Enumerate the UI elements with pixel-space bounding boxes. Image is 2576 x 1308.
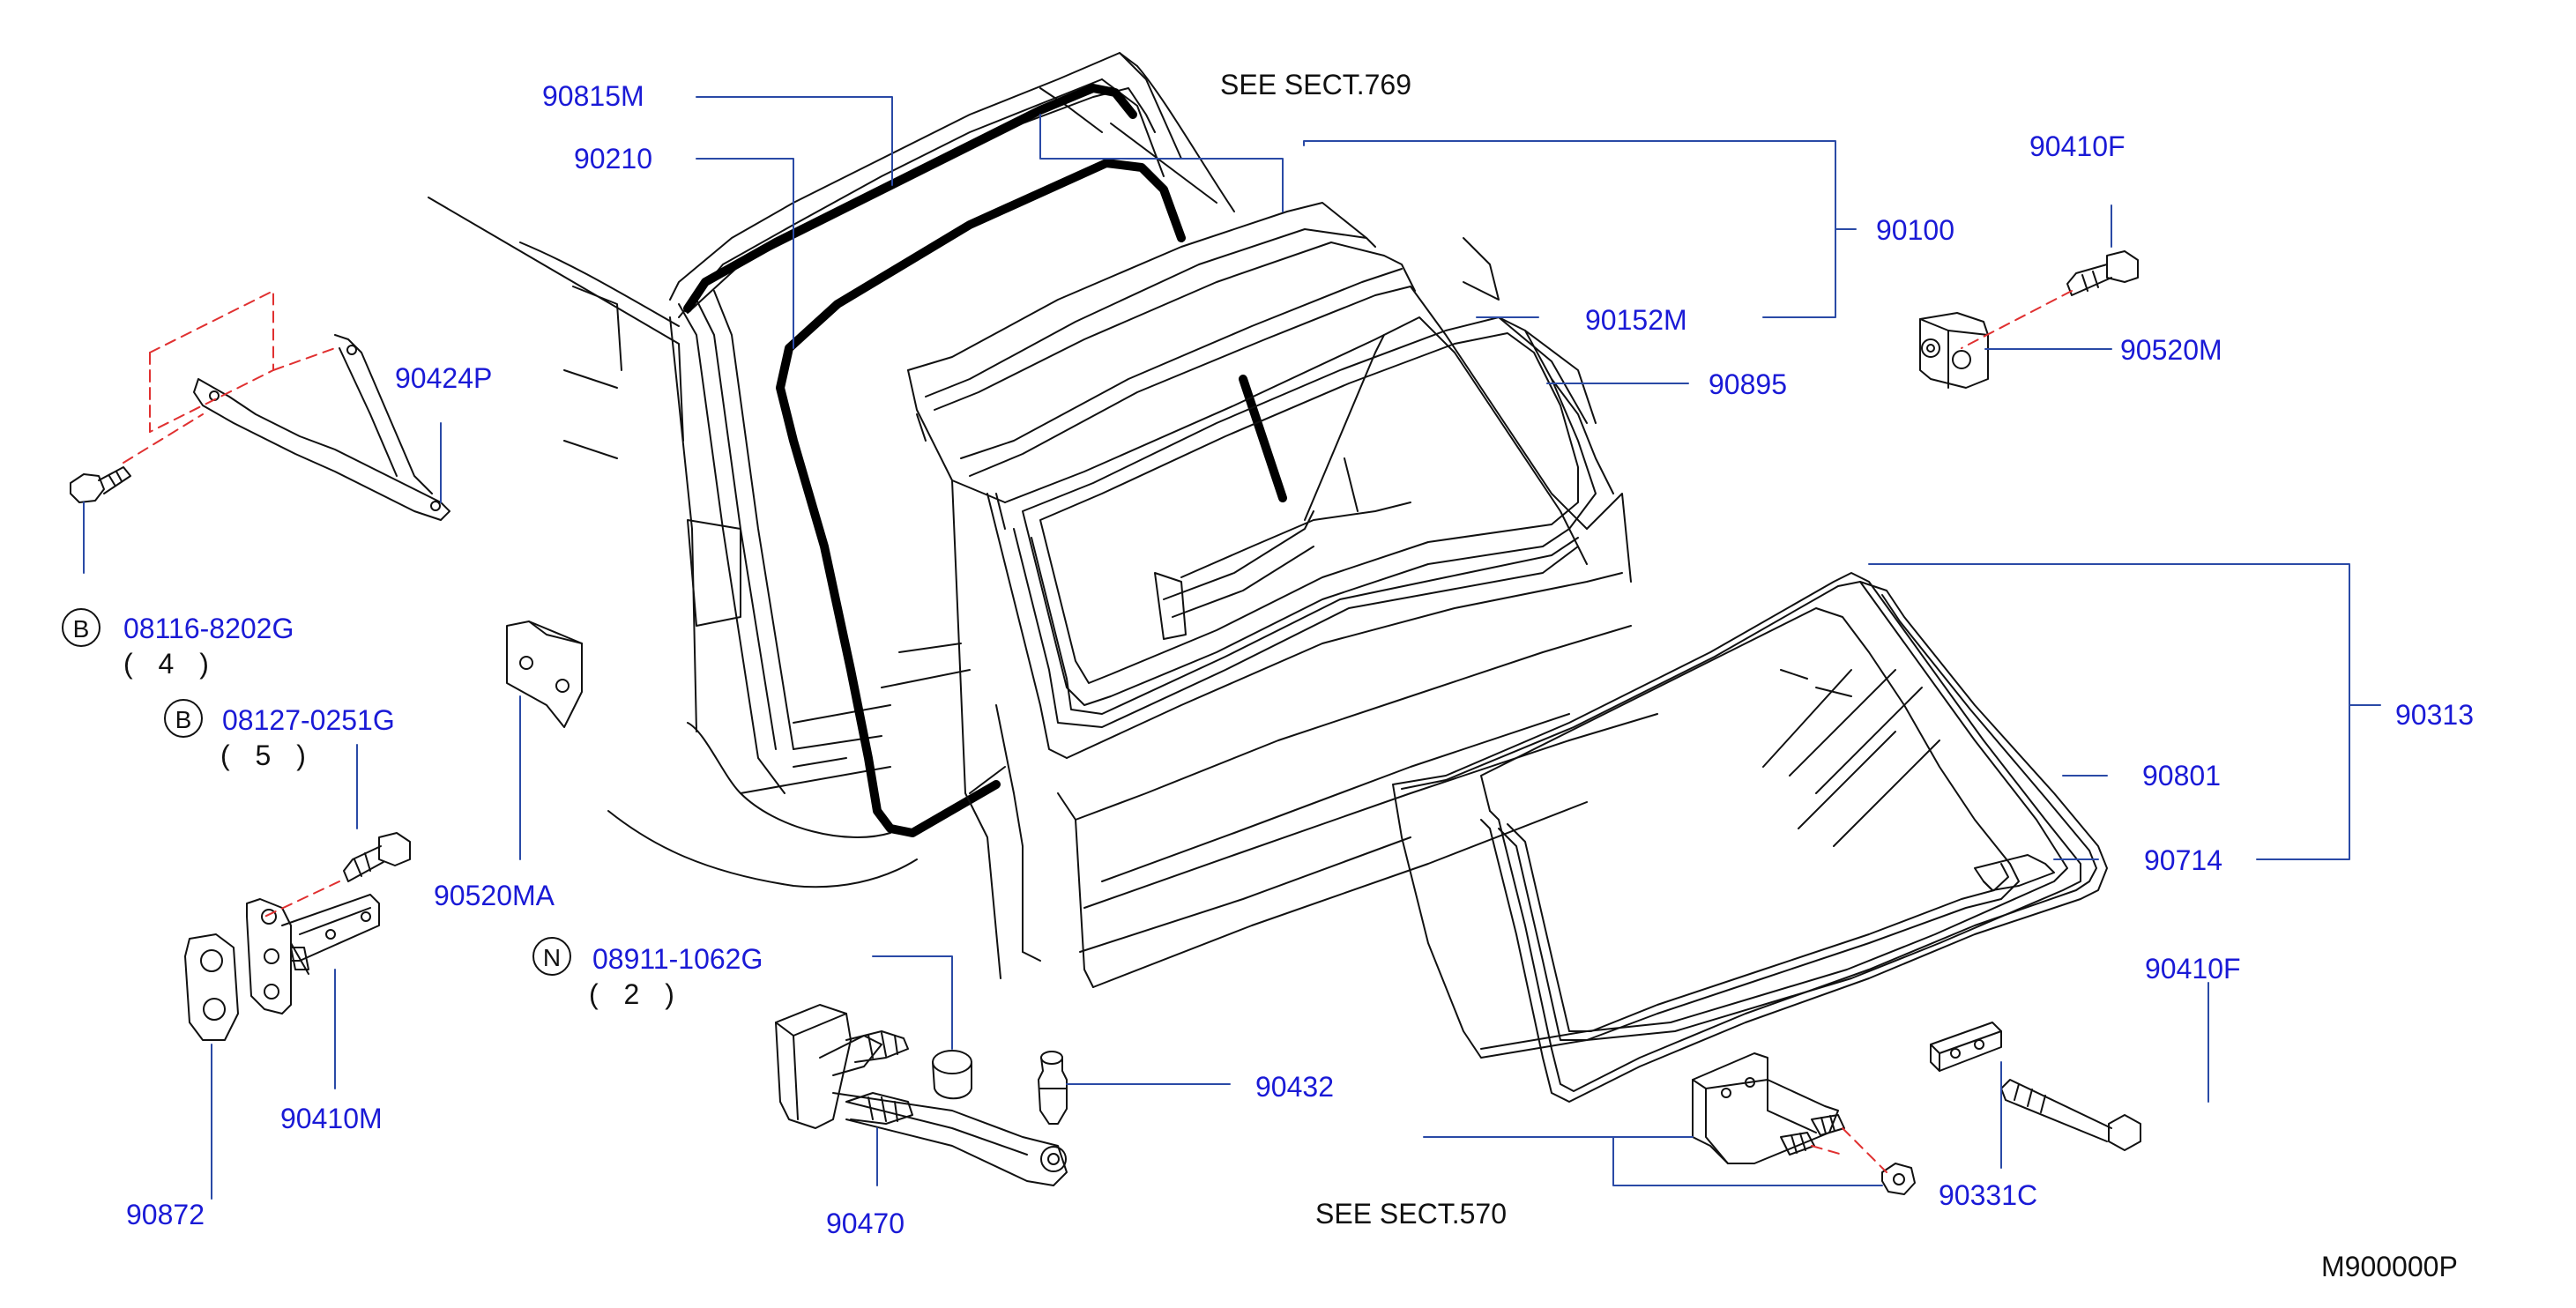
hidden-line-08127 [264,881,340,918]
label-08911-1062G[interactable]: 08911-1062G [592,943,763,975]
back-door-panel[interactable] [907,202,1658,988]
label-90410F-top[interactable]: 90410F [2029,130,2126,162]
hidden-line-90520M [1961,290,2073,349]
label-see-sect-769: SEE SECT.769 [1220,69,1411,100]
label-90895[interactable]: 90895 [1709,368,1787,400]
label-90815M[interactable]: 90815M [542,80,644,112]
qty-08127-0251G: ( 5 ) [220,739,315,771]
nut[interactable] [1881,1163,1916,1195]
label-90714[interactable]: 90714 [2144,844,2222,876]
glass-frame-90895[interactable] [1022,316,1597,706]
label-90520MA[interactable]: 90520MA [434,880,555,911]
label-90410M[interactable]: 90410M [280,1103,383,1134]
bolt-90410F-bottom[interactable] [2000,1079,2141,1151]
qty-08116-8202G: ( 4 ) [123,648,218,680]
latch-bracket[interactable] [1692,1052,1845,1164]
leader-lines [83,96,2381,1200]
diagram-code: M900000P [2321,1251,2458,1282]
hinge-90410M[interactable] [246,894,380,1014]
label-90520M[interactable]: 90520M [2120,334,2222,366]
label-90410F-bottom[interactable]: 90410F [2145,953,2241,985]
plate-90872[interactable] [184,933,239,1041]
bolt-08116-8202G[interactable] [70,466,131,503]
hidden-lines-90424P [123,290,336,464]
label-08116-8202G[interactable]: 08116-8202G [123,613,294,644]
hinge-90470[interactable] [775,1004,1068,1186]
bolt-08127-0251G[interactable] [343,832,411,882]
label-see-sect-570: SEE SECT.570 [1315,1198,1507,1230]
bracket-90520M[interactable] [1919,312,1989,389]
label-90331C[interactable]: 90331C [1939,1179,2038,1211]
pin-90432[interactable] [1038,1051,1068,1125]
label-90152M[interactable]: 90152M [1585,304,1687,336]
label-90100[interactable]: 90100 [1876,214,1954,246]
label-90470[interactable]: 90470 [826,1208,905,1239]
label-90432[interactable]: 90432 [1255,1071,1334,1103]
bushing[interactable] [932,1050,972,1100]
hidden-line-latch [1811,1127,1887,1173]
back-door-glass[interactable] [1392,572,2108,1103]
label-90424P[interactable]: 90424P [395,362,493,394]
marker-b-08116: B [62,608,101,647]
bracket-90520MA[interactable] [506,621,583,728]
label-90210[interactable]: 90210 [574,143,652,175]
plate-90331C[interactable] [1930,1022,2002,1072]
marker-b-08127: B [164,699,203,738]
label-90313[interactable]: 90313 [2395,699,2474,731]
weatherstrip-90210[interactable] [776,159,1186,837]
marker-n-08911: N [532,937,571,976]
vehicle-body-outline [428,52,1235,888]
qty-08911-1062G: ( 2 ) [589,978,683,1010]
label-08127-0251G[interactable]: 08127-0251G [222,704,395,736]
bolt-90410F-top[interactable] [2066,250,2139,296]
label-90801[interactable]: 90801 [2142,760,2221,791]
label-90872[interactable]: 90872 [126,1199,205,1230]
weatherstrip-90815M[interactable] [683,84,1137,313]
